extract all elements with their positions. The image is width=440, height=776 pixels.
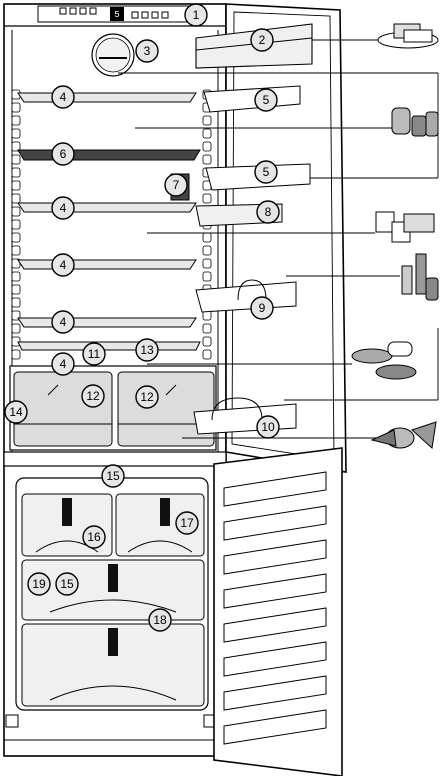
callout-4: 4 <box>51 310 75 334</box>
callout-3: 3 <box>135 39 159 63</box>
callout-4: 4 <box>51 196 75 220</box>
cheese-icon <box>377 23 439 49</box>
rail-notch <box>202 245 212 256</box>
rail-notch <box>11 193 21 204</box>
svg-text:3: 3 <box>144 44 151 58</box>
leader-lines <box>118 39 439 439</box>
rail-notch <box>202 115 212 126</box>
interior-light <box>91 33 135 77</box>
svg-text:1: 1 <box>193 8 200 22</box>
callout-12: 12 <box>135 385 159 409</box>
callout-12: 12 <box>81 384 105 408</box>
rail-notch <box>11 219 21 230</box>
side-rails <box>11 89 212 360</box>
callout-11: 11 <box>82 342 106 366</box>
svg-text:12: 12 <box>86 389 100 403</box>
fish-icon <box>351 341 417 380</box>
rail-notch <box>11 323 21 334</box>
svg-text:13: 13 <box>140 343 154 357</box>
bottles-icon <box>401 253 439 301</box>
rail-notch <box>202 271 212 282</box>
svg-text:4: 4 <box>60 90 67 104</box>
svg-text:2: 2 <box>259 33 266 47</box>
svg-text:5: 5 <box>263 165 270 179</box>
rail-notch <box>11 141 21 152</box>
rail-notch <box>202 232 212 243</box>
svg-text:8: 8 <box>265 205 272 219</box>
callout-5: 5 <box>254 160 278 184</box>
callout-19: 19 <box>27 572 51 596</box>
svg-text:4: 4 <box>60 357 67 371</box>
callout-17: 17 <box>175 511 199 535</box>
callout-10: 10 <box>256 415 280 439</box>
callout-9: 9 <box>250 296 274 320</box>
rail-notch <box>11 271 21 282</box>
display-readout: 5 <box>114 10 119 20</box>
svg-text:12: 12 <box>140 390 154 404</box>
rail-notch <box>11 167 21 178</box>
callout-15: 15 <box>101 464 125 488</box>
callout-6: 6 <box>51 142 75 166</box>
rail-notch <box>202 349 212 360</box>
rail-notch <box>11 128 21 139</box>
callout-15: 15 <box>55 572 79 596</box>
svg-text:6: 6 <box>60 147 67 161</box>
svg-text:4: 4 <box>60 258 67 272</box>
svg-text:4: 4 <box>60 315 67 329</box>
svg-text:15: 15 <box>60 577 74 591</box>
containers-icon <box>375 211 435 243</box>
rail-notch <box>11 154 21 165</box>
rail-notch <box>202 141 212 152</box>
callout-18: 18 <box>148 608 172 632</box>
rail-notch <box>202 193 212 204</box>
callout-5: 5 <box>254 88 278 112</box>
callout-2: 2 <box>250 28 274 52</box>
callout-7: 7 <box>164 173 188 197</box>
callout-1: 1 <box>184 3 208 27</box>
callout-14: 14 <box>4 400 28 424</box>
svg-text:11: 11 <box>88 347 101 361</box>
svg-text:5: 5 <box>263 93 270 107</box>
rail-notch <box>202 323 212 334</box>
callout-4: 4 <box>51 85 75 109</box>
rail-notch <box>11 180 21 191</box>
callout-8: 8 <box>256 200 280 224</box>
rail-notch <box>11 115 21 126</box>
svg-text:9: 9 <box>259 301 266 315</box>
callout-4: 4 <box>51 352 75 376</box>
rail-notch <box>11 284 21 295</box>
svg-text:10: 10 <box>261 420 275 434</box>
svg-text:14: 14 <box>9 405 23 419</box>
rail-notch <box>11 245 21 256</box>
rail-notch <box>202 258 212 269</box>
freezer-compartment <box>15 477 209 711</box>
rail-notch <box>202 336 212 347</box>
rail-notch <box>11 349 21 360</box>
svg-text:17: 17 <box>180 516 194 530</box>
svg-text:19: 19 <box>32 577 46 591</box>
svg-text:7: 7 <box>173 178 180 192</box>
fridge-door <box>170 3 347 473</box>
svg-text:18: 18 <box>153 613 167 627</box>
rail-notch <box>11 232 21 243</box>
freezer-door <box>213 447 343 776</box>
callout-4: 4 <box>51 253 75 277</box>
rail-notch <box>11 102 21 113</box>
control-panel: 5 <box>37 5 189 23</box>
rail-notch <box>202 128 212 139</box>
rail-notch <box>202 154 212 165</box>
rail-notch <box>11 297 21 308</box>
callout-16: 16 <box>82 525 106 549</box>
crisper-drawers <box>9 365 217 451</box>
rail-notch <box>11 206 21 217</box>
svg-text:4: 4 <box>60 201 67 215</box>
vegetables-icon <box>370 421 437 449</box>
callout-13: 13 <box>135 338 159 362</box>
jars-icon <box>391 107 439 137</box>
svg-text:15: 15 <box>106 469 120 483</box>
svg-text:16: 16 <box>87 530 101 544</box>
